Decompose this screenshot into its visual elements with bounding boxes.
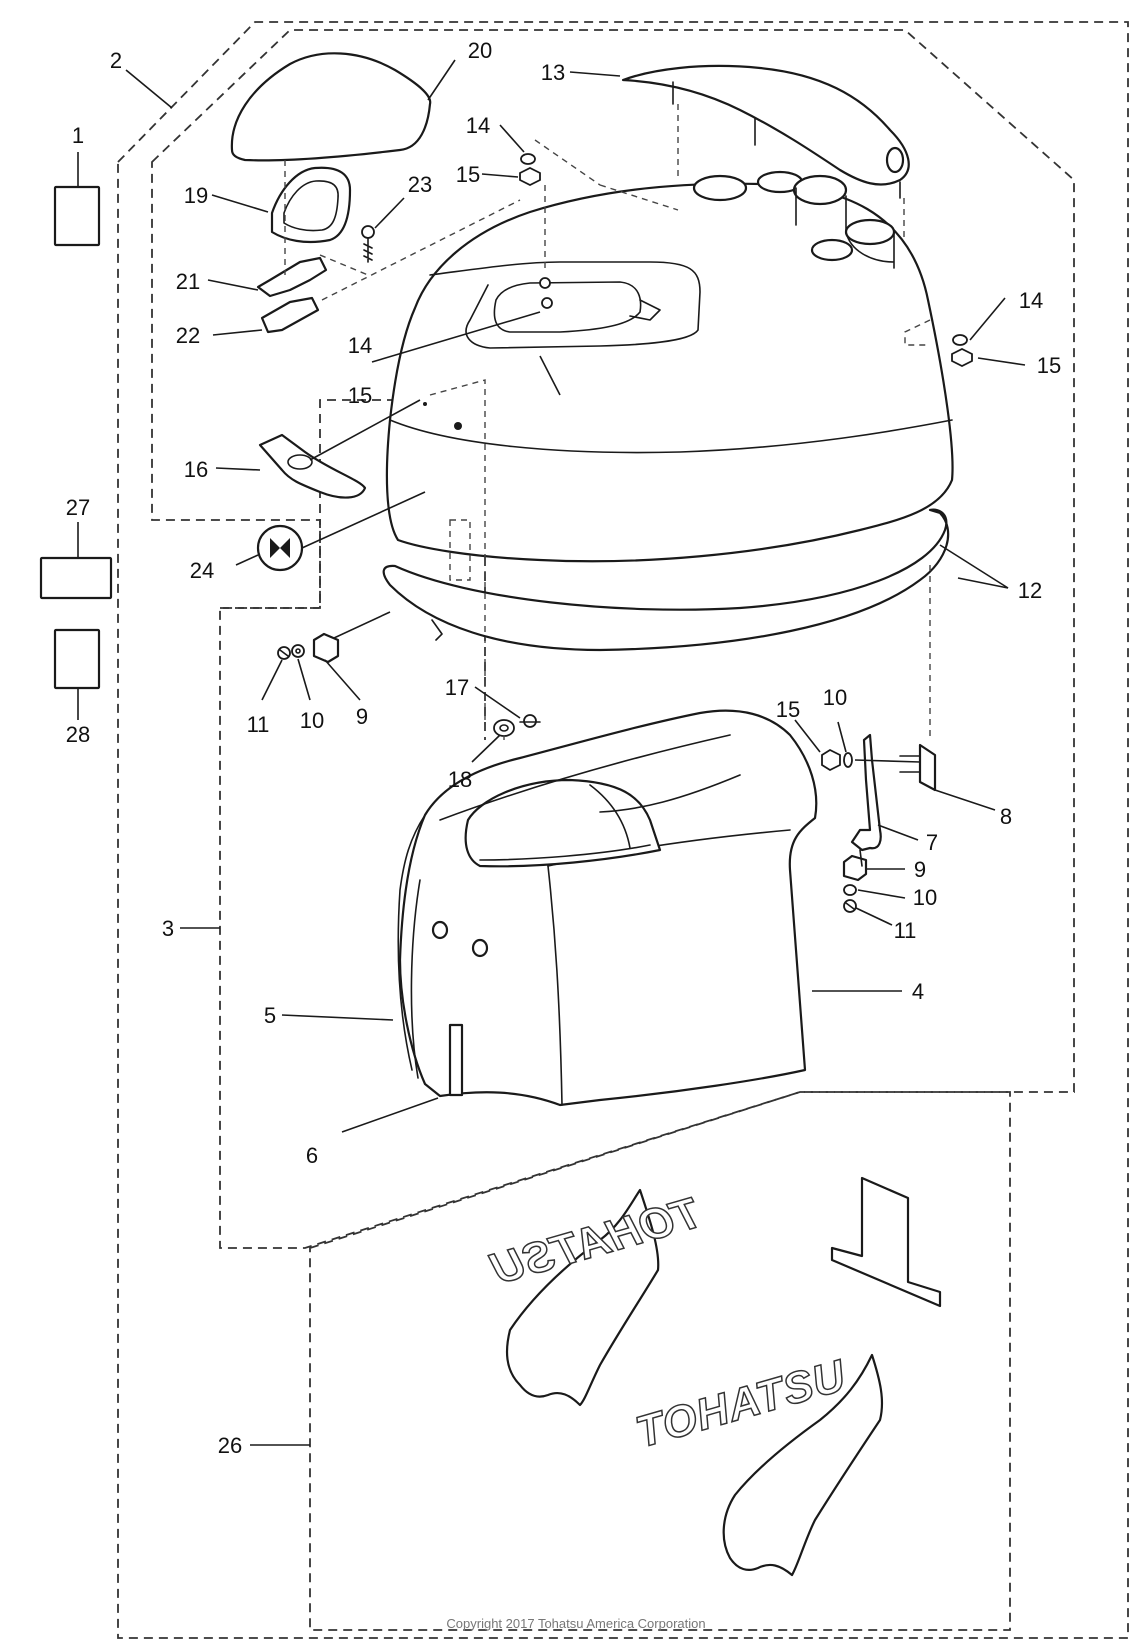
part-26-decals: TOHATSU TOHATSU — [485, 1176, 942, 1577]
lower-cowl-intake — [464, 778, 662, 868]
part-12-seal — [382, 508, 950, 652]
callout-14-top: 14 — [466, 113, 490, 138]
callout-9-right: 9 — [914, 857, 926, 882]
part-11-clip-left — [277, 646, 291, 660]
leader-lines — [77, 59, 1026, 1446]
copyright-notice: Copyright 2017 Tohatsu America Corporati… — [446, 1616, 705, 1631]
part-28-box — [53, 628, 101, 690]
callout-23: 23 — [408, 172, 432, 197]
callout-3: 3 — [162, 916, 174, 941]
part-10-washer-right — [843, 884, 857, 896]
callout-21: 21 — [176, 269, 200, 294]
callout-15-center: 15 — [348, 383, 372, 408]
part-7-bracket — [850, 733, 882, 852]
part-19-gasket — [270, 166, 352, 244]
callout-11-right: 11 — [894, 918, 917, 943]
part-16-bracket — [258, 433, 367, 499]
callout-15-top: 15 — [456, 162, 480, 187]
callout-14-right: 14 — [1019, 288, 1043, 313]
callout-6: 6 — [306, 1143, 318, 1168]
callout-18: 18 — [448, 767, 472, 792]
callout-28: 28 — [66, 722, 90, 747]
part-15-nut-bracket — [821, 748, 841, 772]
callout-5: 5 — [264, 1003, 276, 1028]
callout-7: 7 — [926, 830, 938, 855]
part-9-grommet-right — [842, 854, 868, 882]
callout-1: 1 — [72, 123, 84, 148]
top-cowl-body — [385, 182, 954, 563]
part-18-washer — [493, 719, 515, 737]
part-11-clip-right — [843, 899, 857, 913]
part-15-nut-top — [519, 166, 541, 187]
callout-17: 17 — [445, 675, 469, 700]
decal-panel-left — [505, 1188, 660, 1407]
part-5-side-panel — [397, 814, 426, 1079]
part-22-latch — [260, 296, 320, 334]
callout-12: 12 — [1018, 578, 1042, 603]
callout-9-left: 9 — [356, 704, 368, 729]
callout-8: 8 — [1000, 804, 1012, 829]
callout-11-left: 11 — [247, 712, 270, 737]
callout-22: 22 — [176, 323, 200, 348]
callout-19: 19 — [184, 183, 208, 208]
part-8-plate — [918, 743, 937, 792]
decal-panel-right — [722, 1353, 884, 1577]
part-19-gasket-inner — [283, 180, 339, 232]
part-21-latch — [256, 256, 328, 298]
callout-10-left: 10 — [300, 708, 324, 733]
callout-14-center: 14 — [348, 333, 372, 358]
part-20-cover-cap — [230, 52, 432, 162]
part-14-washer-right — [952, 334, 968, 346]
part-15-nut-right — [951, 347, 973, 368]
callout-10-right: 10 — [913, 885, 937, 910]
part-27-box — [39, 556, 113, 600]
part-9-grommet-left — [312, 632, 340, 664]
part-13-handle — [621, 64, 910, 186]
part-24-emblem — [256, 524, 304, 572]
callout-15-bracket: 15 — [776, 697, 800, 722]
part-1-box — [53, 185, 101, 247]
callout-27: 27 — [66, 495, 90, 520]
part-17-screw — [519, 714, 541, 728]
callout-10-bracket: 10 — [823, 685, 847, 710]
callout-26: 26 — [218, 1433, 242, 1458]
part-10-washer-left — [291, 644, 305, 658]
group-26-boundary — [309, 1091, 1011, 1631]
decal-t-shape — [830, 1176, 942, 1308]
callout-16: 16 — [184, 457, 208, 482]
callout-13: 13 — [541, 60, 565, 85]
part-6-slot — [448, 1023, 464, 1097]
callout-15-right: 15 — [1037, 353, 1061, 378]
part-14-washer-top — [520, 153, 536, 165]
group-2-boundary — [117, 21, 1129, 1639]
part-10-washer-bracket — [843, 752, 853, 768]
callout-4: 4 — [912, 979, 924, 1004]
callout-24: 24 — [190, 558, 214, 583]
callout-labels: 1 2 3 4 5 6 7 8 9 9 10 10 10 11 11 12 13… — [66, 38, 1061, 1458]
part-23-screw — [361, 225, 375, 263]
callout-2: 2 — [110, 48, 122, 73]
top-cowl-vents — [692, 170, 896, 269]
callout-20: 20 — [468, 38, 492, 63]
